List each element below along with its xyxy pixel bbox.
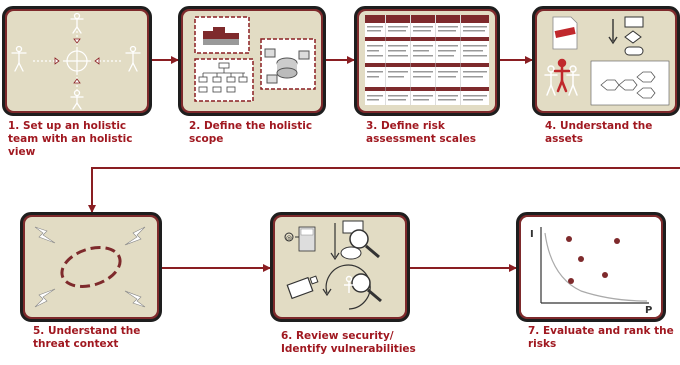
svg-text:@: @ (286, 235, 292, 242)
step-3-card (354, 6, 500, 116)
step-7-label: 7. Evaluate and rank the risks (528, 325, 674, 350)
step-5-label: 5. Understand the threat context (33, 325, 141, 350)
risk-plot-x-label: P (645, 305, 652, 316)
step-1-label: 1. Set up an holistic team with an holis… (8, 120, 133, 158)
assets-icon (544, 16, 670, 106)
step-2-label: 2. Define the holistic scope (189, 120, 313, 145)
step-4-label: 4. Understand the assets (545, 120, 653, 145)
arrow-wrap-to-5 (88, 167, 680, 213)
step-3-label: 3. Define risk assessment scales (366, 120, 476, 145)
threat-icon (34, 226, 146, 308)
team-view-icon (11, 12, 141, 110)
scales-table-icon (365, 15, 489, 105)
risk-plot-y-label: I (530, 229, 534, 240)
risk-plot-icon: I P (521, 217, 661, 317)
scope-icon (194, 16, 316, 102)
step-6-label: 6. Review security/ Identify vulnerabili… (281, 330, 416, 355)
step-1-card (2, 6, 152, 116)
step-2-card (178, 6, 326, 116)
vulnerability-icon: @ (284, 220, 382, 310)
step-4-card (532, 6, 680, 116)
step-7-card: I P (516, 212, 666, 322)
step-6-card: @ (270, 212, 410, 322)
step-5-card (20, 212, 162, 322)
